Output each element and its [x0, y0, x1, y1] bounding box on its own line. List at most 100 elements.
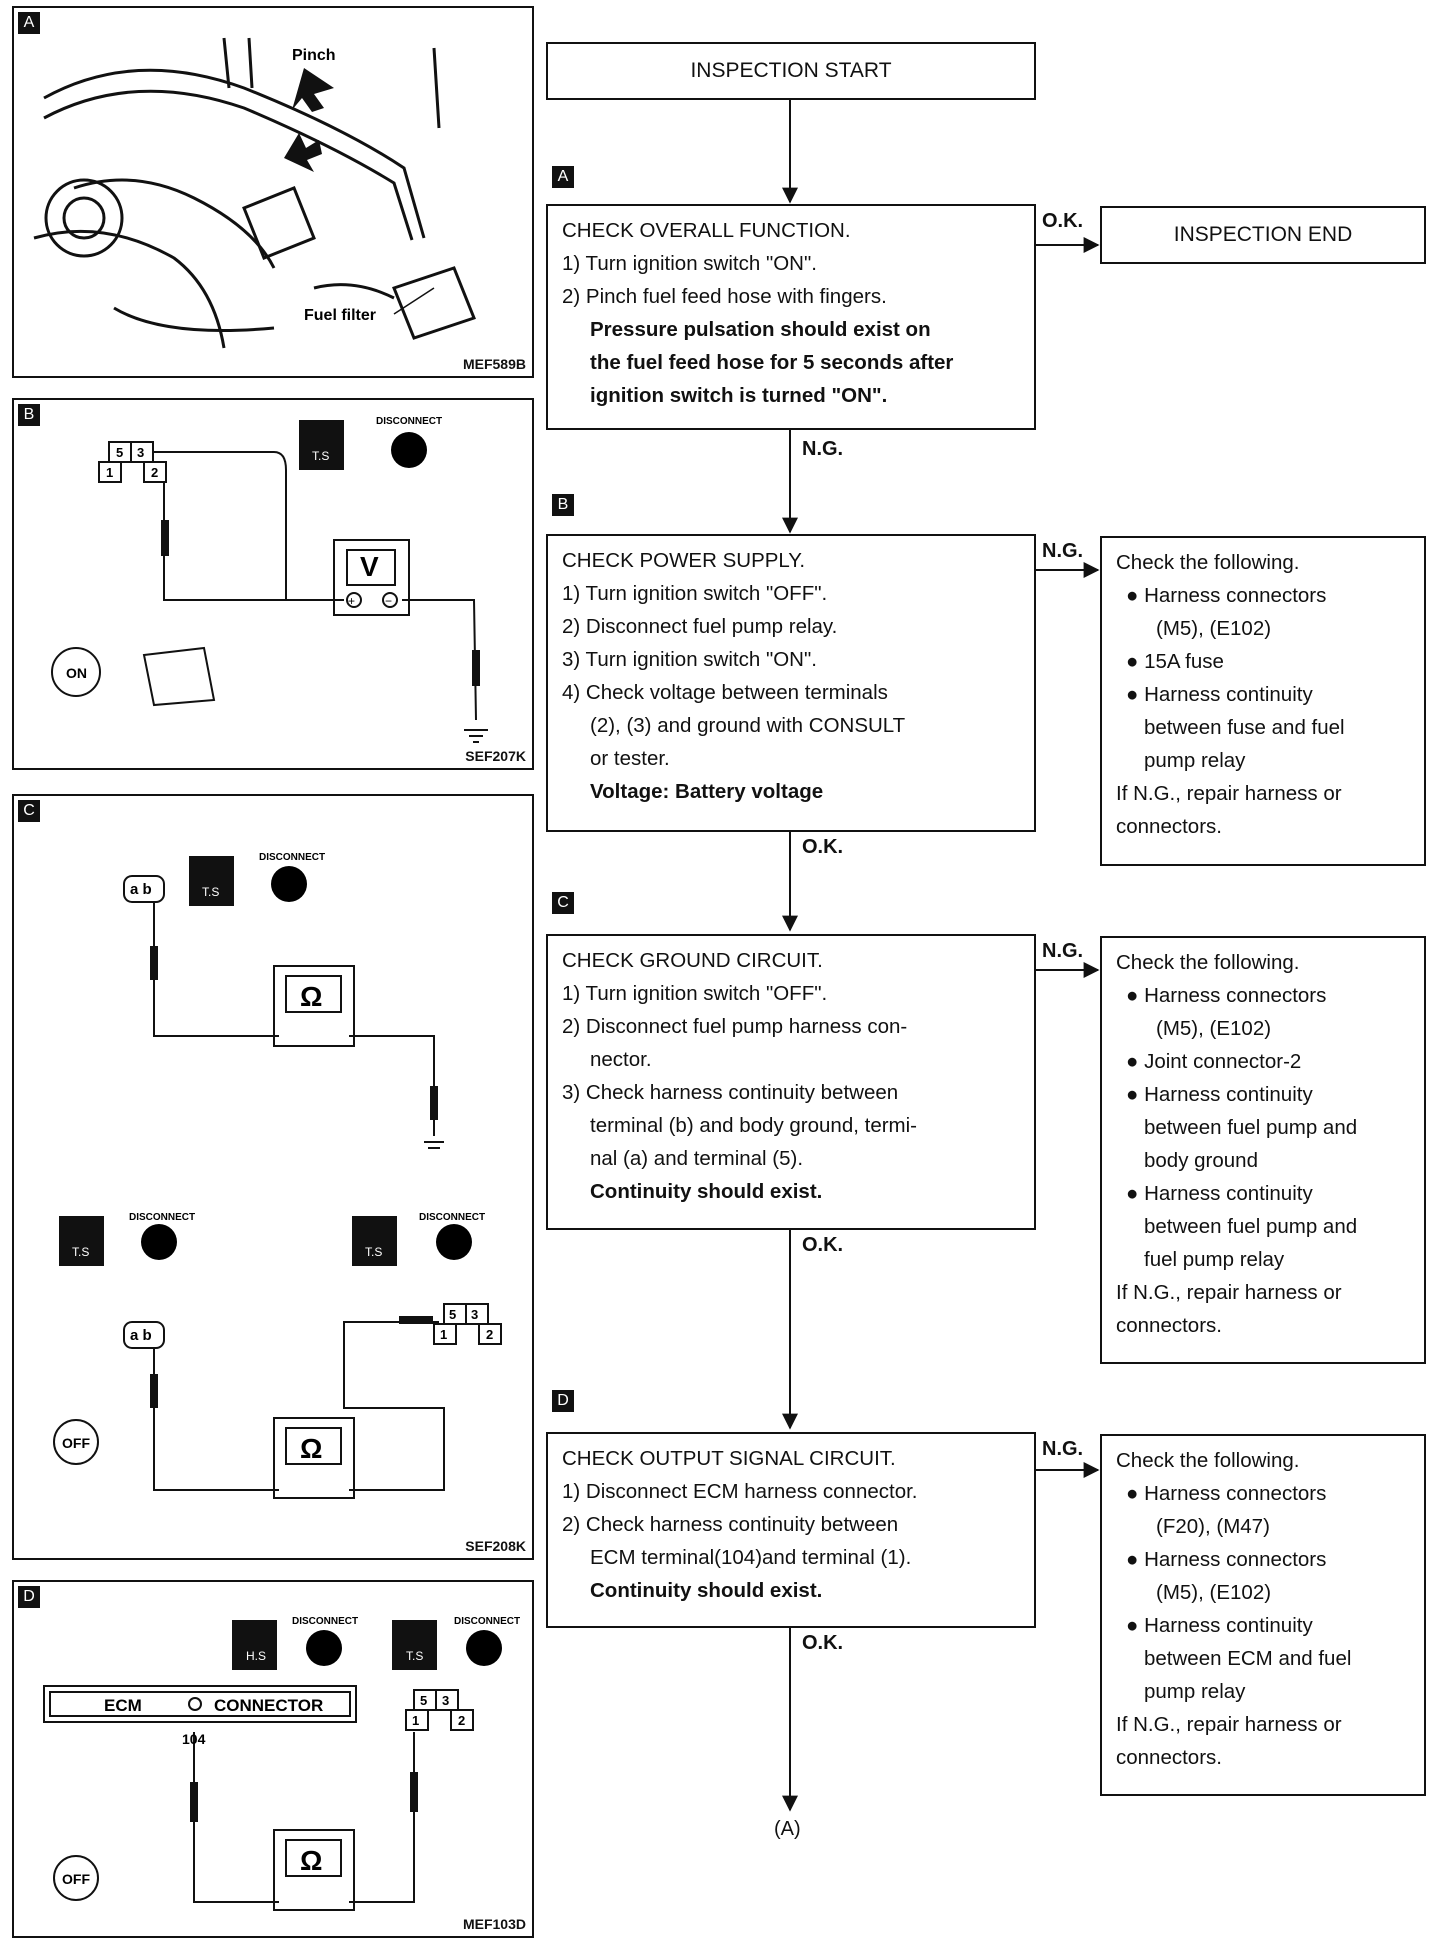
fuel-hose-illustration: Pinch Fuel filter — [33, 37, 476, 349]
step-a-bold-2: the fuel feed hose for 5 seconds after — [590, 351, 954, 374]
disconnect-label-2: DISCONNECT — [129, 1212, 195, 1223]
step-c-title: CHECK GROUND CIRCUIT. — [562, 949, 823, 972]
panel-a-letter: A — [18, 12, 40, 34]
step-b-box: CHECK POWER SUPPLY. 1) Turn ignition swi… — [546, 534, 1036, 832]
step-b-line-3: 3) Turn ignition switch "ON". — [562, 648, 817, 671]
check-c-line-2: ● Harness connectors — [1126, 984, 1327, 1007]
step-a-title: CHECK OVERALL FUNCTION. — [562, 219, 851, 242]
hs-label: H.S — [246, 1649, 266, 1663]
switch-off-label: OFF — [62, 1435, 90, 1451]
ok-label-b: O.K. — [802, 836, 844, 858]
ok-label-a: O.K. — [1042, 210, 1084, 232]
panel-c-code: SEF208K — [465, 1538, 526, 1554]
step-c-letter: C — [552, 892, 574, 914]
step-d-line-1: 1) Disconnect ECM harness connector. — [562, 1480, 918, 1503]
step-a-box: CHECK OVERALL FUNCTION. 1) Turn ignition… — [546, 204, 1036, 430]
step-a-line-2: 2) Pinch fuel feed hose with fingers. — [562, 285, 887, 308]
svg-text:2: 2 — [486, 1327, 493, 1342]
svg-text:1: 1 — [440, 1327, 447, 1342]
output-signal-diagram: ECM CONNECTOR 104 Ω 5 3 1 2 OFF H.S DISC… — [43, 1616, 520, 1911]
ts-label: T.S — [406, 1649, 423, 1663]
check-c-line-11: If N.G., repair harness or — [1116, 1281, 1342, 1304]
svg-text:3: 3 — [137, 445, 144, 460]
disconnect-label-1: DISCONNECT — [259, 852, 325, 863]
svg-text:a b: a b — [130, 881, 152, 898]
step-c-line-4: 3) Check harness continuity between — [562, 1081, 899, 1104]
check-d-line-6: ● Harness continuity — [1126, 1614, 1313, 1637]
ng-label-b: N.G. — [1042, 540, 1084, 562]
voltmeter-label: V — [360, 551, 379, 582]
step-a-bold-3: ignition switch is turned "ON". — [590, 384, 888, 407]
step-a-letter: A — [552, 166, 574, 188]
check-d-line-1: Check the following. — [1116, 1449, 1300, 1472]
check-c-line-4: ● Joint connector-2 — [1126, 1050, 1302, 1073]
check-c-line-1: Check the following. — [1116, 951, 1300, 974]
ts-label-2: T.S — [72, 1245, 89, 1259]
switch-off-label: OFF — [62, 1871, 90, 1887]
voltage-check-diagram: 5 3 1 2 V +− ON T.S DISCONNECT — [51, 416, 488, 743]
ts-label: T.S — [312, 449, 329, 463]
check-c-line-3: (M5), (E102) — [1156, 1017, 1272, 1040]
panel-b-illustration: B 5 3 1 2 V +− ON T.S DISCONNECT SEF207K — [12, 398, 534, 770]
step-d-title: CHECK OUTPUT SIGNAL CIRCUIT. — [562, 1447, 896, 1470]
inspection-start-label: INSPECTION START — [690, 59, 892, 82]
svg-text:−: − — [385, 594, 392, 608]
step-d-bold-1: Continuity should exist. — [590, 1579, 823, 1602]
bottom-reference: (A) — [774, 1818, 801, 1840]
switch-on-label: ON — [66, 665, 87, 681]
step-b-title: CHECK POWER SUPPLY. — [562, 549, 806, 572]
step-b-letter: B — [552, 494, 574, 516]
step-b-line-4: 4) Check voltage between terminals — [562, 681, 888, 704]
step-a-line-1: 1) Turn ignition switch "ON". — [562, 252, 817, 275]
svg-text:+: + — [348, 594, 355, 608]
inspection-end-label: INSPECTION END — [1173, 223, 1353, 246]
svg-text:2: 2 — [151, 465, 158, 480]
ground-circuit-diagram: a b a b Ω Ω 5 3 1 2 OFF T.S DISCONNECT T… — [53, 852, 502, 1499]
check-d-line-9: If N.G., repair harness or — [1116, 1713, 1342, 1736]
svg-text:1: 1 — [106, 465, 113, 480]
step-d-line-3: ECM terminal(104)and terminal (1). — [590, 1546, 912, 1569]
check-b-line-3: (M5), (E102) — [1156, 617, 1272, 640]
panel-a-illustration: A Pinch Fuel filter MEF589B — [12, 6, 534, 378]
svg-text:1: 1 — [412, 1713, 419, 1728]
step-a-bold-1: Pressure pulsation should exist on — [590, 318, 931, 341]
svg-text:a b: a b — [130, 1327, 152, 1344]
check-d-line-7: between ECM and fuel — [1144, 1647, 1352, 1670]
ng-label-d: N.G. — [1042, 1438, 1084, 1460]
step-d-box: CHECK OUTPUT SIGNAL CIRCUIT. 1) Disconne… — [546, 1432, 1036, 1628]
ng-label-c: N.G. — [1042, 940, 1084, 962]
panel-a-code: MEF589B — [462, 356, 526, 372]
step-c-line-6: nal (a) and terminal (5). — [590, 1147, 804, 1170]
ts-label-1: T.S — [202, 885, 219, 899]
check-b-line-5: ● Harness continuity — [1126, 683, 1313, 706]
check-c-line-8: ● Harness continuity — [1126, 1182, 1313, 1205]
check-b-line-2: ● Harness connectors — [1126, 584, 1327, 607]
check-c-line-10: fuel pump relay — [1144, 1248, 1285, 1271]
step-b-line-1: 1) Turn ignition switch "OFF". — [562, 582, 828, 605]
panel-d-code: MEF103D — [462, 1916, 526, 1932]
step-c-line-2: 2) Disconnect fuel pump harness con- — [562, 1015, 908, 1038]
check-b-line-8: If N.G., repair harness or — [1116, 782, 1342, 805]
inspection-start-box: INSPECTION START — [546, 42, 1036, 100]
ng-label-a: N.G. — [802, 438, 844, 460]
svg-text:3: 3 — [471, 1307, 478, 1322]
fuel-filter-label: Fuel filter — [304, 307, 376, 324]
check-d-line-3: (F20), (M47) — [1156, 1515, 1270, 1538]
step-b-line-2: 2) Disconnect fuel pump relay. — [562, 615, 838, 638]
panel-c-illustration: C a b a b Ω Ω 5 3 1 2 OFF — [12, 794, 534, 1560]
ts-label-3: T.S — [365, 1245, 382, 1259]
check-c-line-6: between fuel pump and — [1144, 1116, 1358, 1139]
step-c-bold-1: Continuity should exist. — [590, 1180, 823, 1203]
panel-d-illustration: D ECM CONNECTOR 104 Ω 5 3 1 2 OFF H.S DI… — [12, 1580, 534, 1938]
panel-b-letter: B — [18, 404, 40, 426]
step-d-line-2: 2) Check harness continuity between — [562, 1513, 899, 1536]
disconnect-label-1: DISCONNECT — [292, 1616, 358, 1627]
inspection-end-box: INSPECTION END — [1100, 206, 1426, 264]
check-d-line-10: connectors. — [1116, 1746, 1222, 1769]
step-b-line-5: (2), (3) and ground with CONSULT — [590, 714, 906, 737]
disconnect-label: DISCONNECT — [376, 416, 442, 427]
check-d-line-2: ● Harness connectors — [1126, 1482, 1327, 1505]
ohmmeter-2-label: Ω — [300, 1433, 322, 1464]
ohmmeter-label: Ω — [300, 1845, 322, 1876]
